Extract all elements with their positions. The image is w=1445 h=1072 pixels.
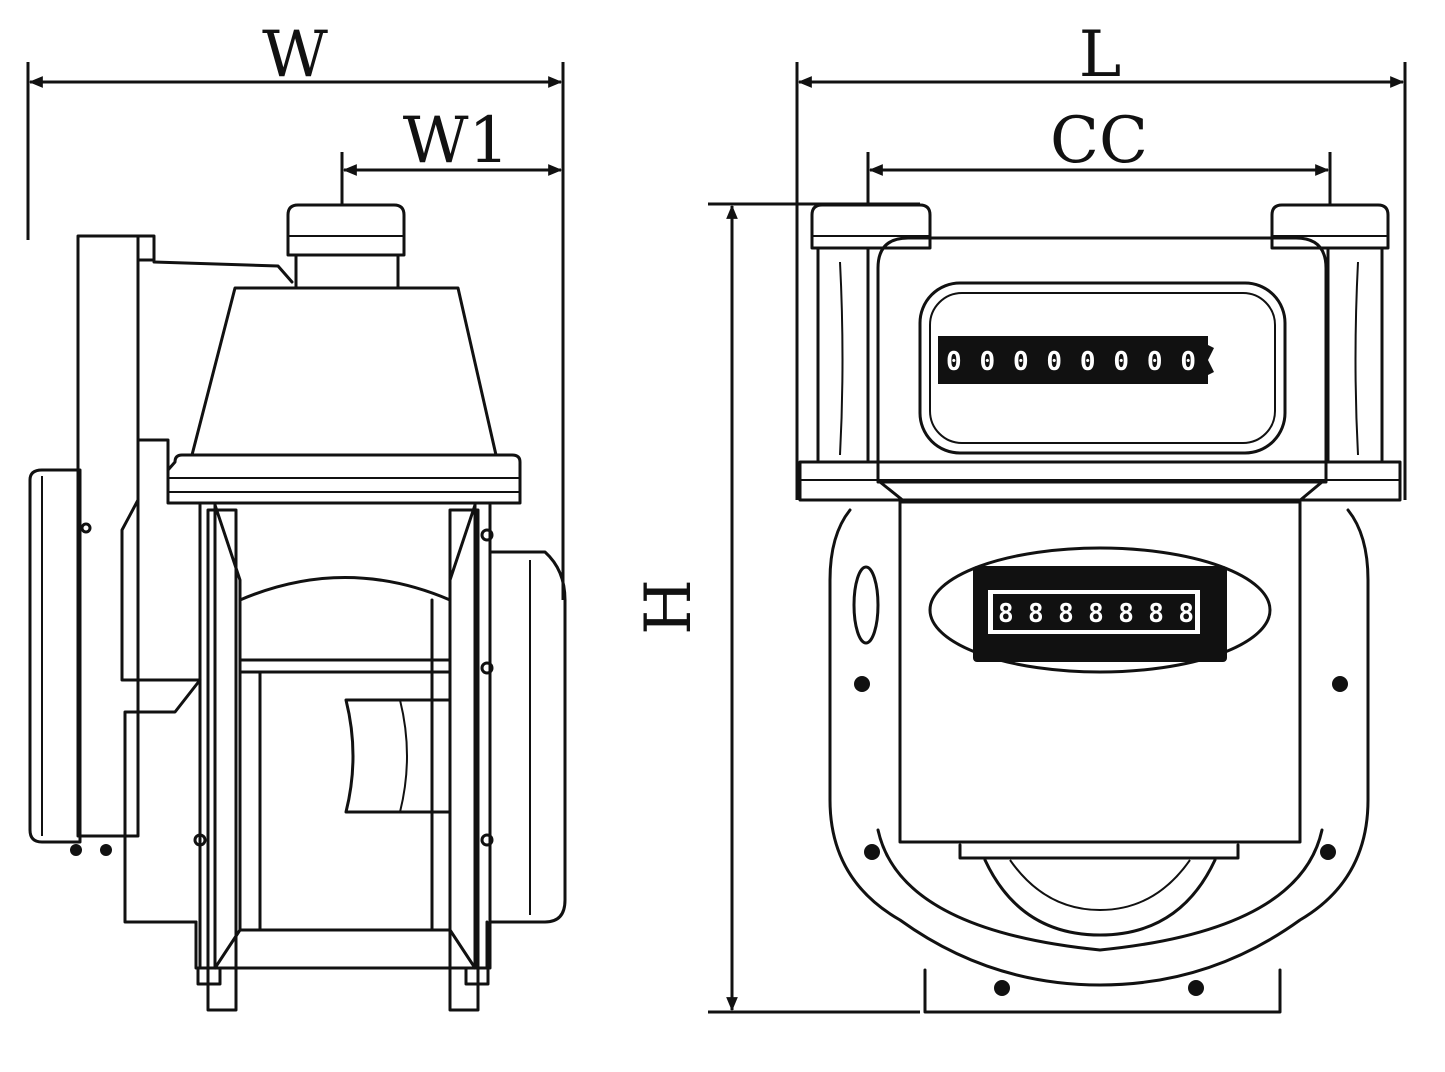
dimension-label-w: W bbox=[262, 18, 328, 92]
side-meter-body bbox=[123, 503, 567, 1012]
dimension-label-h: H bbox=[632, 579, 706, 635]
dimension-label-l: L bbox=[1079, 18, 1122, 92]
front-connector-right bbox=[1270, 203, 1390, 250]
dimension-cc: CC bbox=[866, 104, 1332, 205]
dimension-label-w1: W1 bbox=[403, 104, 510, 178]
front-connector-left bbox=[810, 203, 932, 250]
dimension-h: H bbox=[632, 202, 920, 1014]
front-upper-housing: 00000000 bbox=[876, 236, 1328, 484]
front-lower-body: 8888888 bbox=[828, 480, 1370, 1014]
front-side-columns bbox=[798, 246, 1402, 502]
dimension-label-cc: CC bbox=[1050, 104, 1148, 178]
side-view: W W1 bbox=[26, 18, 567, 1012]
dimension-w: W bbox=[26, 18, 565, 600]
side-outlet-cap bbox=[286, 203, 406, 290]
mechanical-counter-window bbox=[938, 336, 1208, 384]
dimension-l: L bbox=[795, 18, 1407, 500]
side-top-cover bbox=[166, 286, 522, 505]
front-view: L CC H bbox=[632, 18, 1407, 1014]
electronic-counter-digits: 8888888 bbox=[998, 599, 1194, 629]
dimension-w1: W1 bbox=[340, 104, 563, 205]
side-index-housing bbox=[28, 234, 294, 856]
